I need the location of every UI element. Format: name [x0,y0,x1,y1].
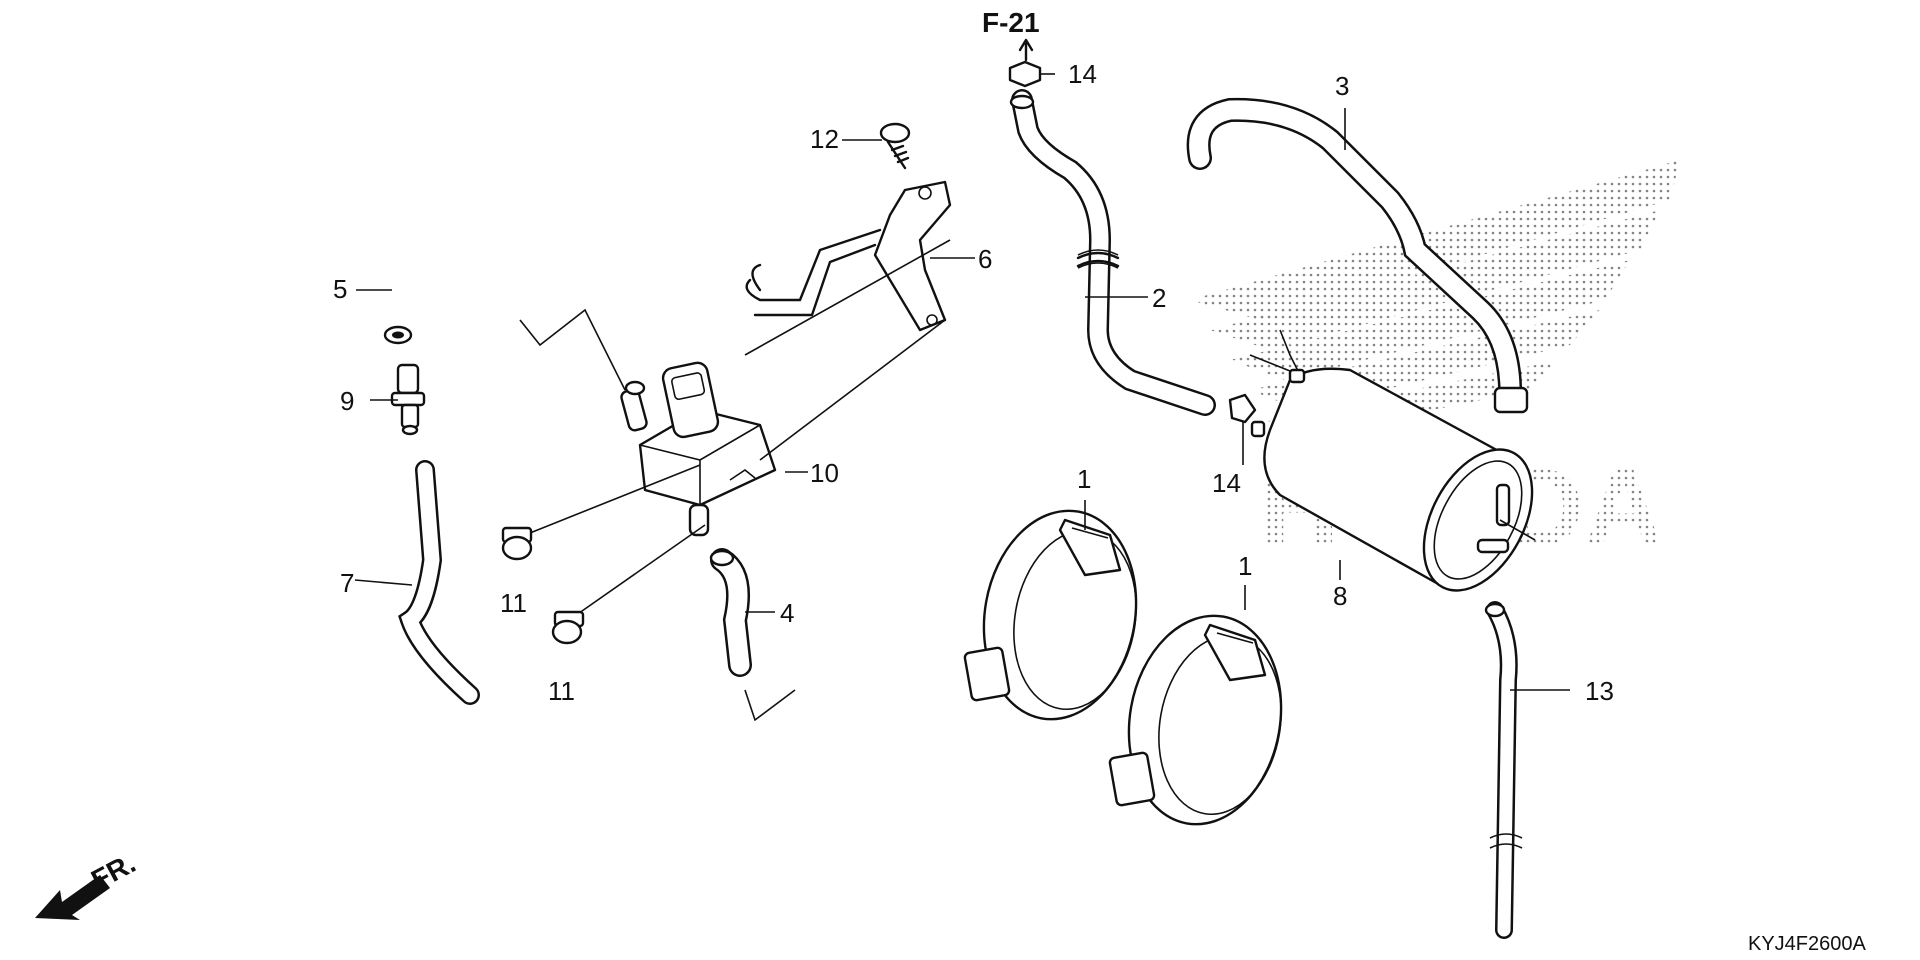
part-14-clip-mid [1228,393,1257,465]
part-2-hose [1009,89,1216,416]
diagram-code: KYJ4F2600A [1748,933,1867,955]
callout-14-top: 14 [1068,59,1097,89]
part-11-bolt-b [551,524,706,645]
callout-14-mid: 14 [1212,468,1241,498]
part-14-clip-top [1008,60,1055,88]
part-3-hose [1186,97,1529,414]
part-7-hose [398,460,480,705]
front-direction-arrow: FR. [35,847,141,920]
part-6-bracket [745,180,952,332]
callout-leaders [354,108,1570,691]
callout-9: 9 [340,386,354,416]
part-11-bolt-a [501,464,701,561]
callout-7: 7 [340,568,354,598]
callout-ref-f21: F-21 [982,7,1040,38]
callout-13: 13 [1585,676,1614,706]
reference-f21 [1018,38,1034,62]
callout-4: 4 [780,598,794,628]
callout-11-b: 11 [548,676,575,706]
callout-6: 6 [978,244,992,274]
callout-11-a: 11 [500,588,527,618]
part-4-hose [709,548,752,677]
part-13-hose [1484,601,1523,939]
part-12-screw [879,122,911,170]
part-9-fitting [390,363,426,436]
part-1-strap-a [963,509,1138,721]
callout-1-a: 1 [1077,464,1091,494]
part-8-canister [1249,329,1536,592]
part-1-strap-b [1108,614,1283,826]
callout-12: 12 [810,124,839,154]
part-5-hose [381,221,521,346]
callout-8: 8 [1333,581,1347,611]
callout-10: 10 [810,458,839,488]
callout-3: 3 [1335,71,1349,101]
callout-5: 5 [333,274,347,304]
part-10-solenoid-valve [620,361,777,537]
callout-1-b: 1 [1238,551,1252,581]
callout-2: 2 [1152,283,1166,313]
